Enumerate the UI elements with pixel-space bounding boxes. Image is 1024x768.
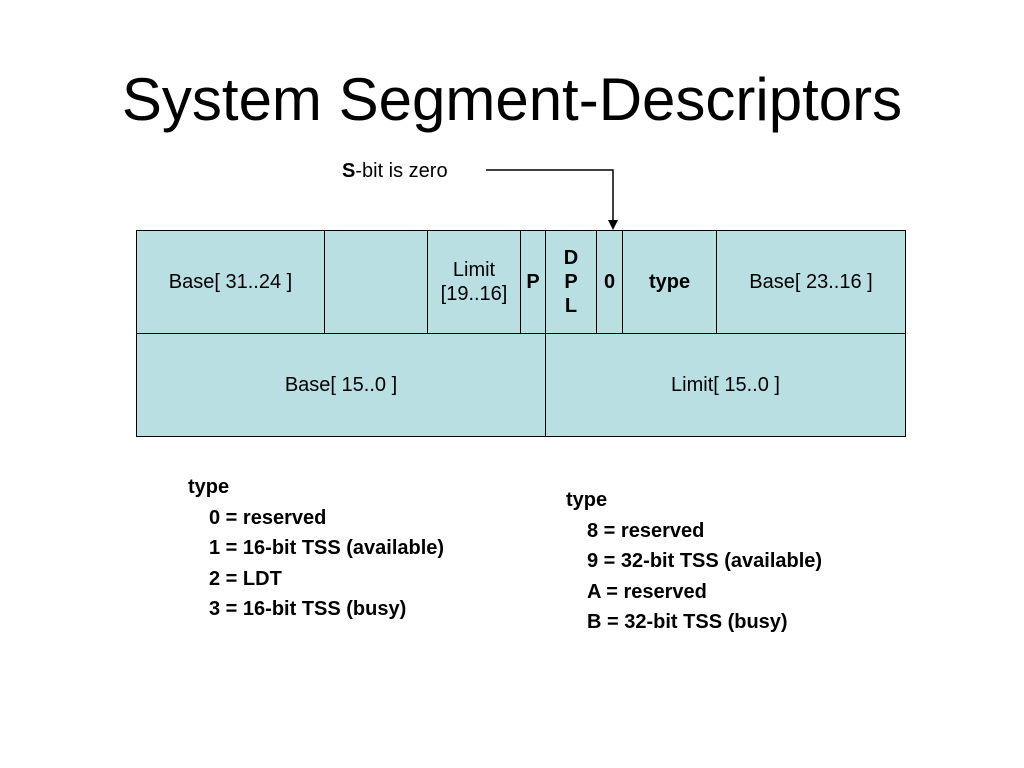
callout-bold-s: S xyxy=(342,160,356,182)
dpl-letter-d: D xyxy=(563,247,579,269)
s-bit-callout: S-bit is zero xyxy=(342,158,448,184)
list-item: 2 = LDT xyxy=(209,567,282,590)
list-item: 1 = 16-bit TSS (available) xyxy=(209,537,445,559)
cell-p-bit: P xyxy=(520,230,546,334)
list-item: 9 = 32-bit TSS (available) xyxy=(587,550,823,572)
dpl-letter-l: L xyxy=(564,295,578,317)
type-list-left: type 0 = reserved 1 = 16-bit TSS (availa… xyxy=(188,472,444,625)
cell-base-31-24: Base[ 31..24 ] xyxy=(136,230,325,334)
type-list-header: type xyxy=(188,476,230,498)
cell-limit-15-0: Limit[ 15..0 ] xyxy=(545,333,906,437)
list-item: 0 = reserved xyxy=(209,506,327,529)
type-list-header: type xyxy=(566,489,608,511)
cell-empty xyxy=(324,230,428,334)
list-item: A = reserved xyxy=(587,580,707,603)
list-item: 8 = reserved xyxy=(587,519,705,542)
cell-base-15-0: Base[ 15..0 ] xyxy=(136,333,546,437)
cell-limit-19-16: Limit[19..16] xyxy=(427,230,521,334)
cell-base-23-16: Base[ 23..16 ] xyxy=(716,230,906,334)
cell-s-bit-zero: 0 xyxy=(596,230,623,334)
list-item: B = 32-bit TSS (busy) xyxy=(587,611,788,633)
cell-type: type xyxy=(622,230,717,334)
limit-label: Limit xyxy=(452,259,496,281)
callout-text: -bit is zero xyxy=(355,160,448,182)
list-item: 3 = 16-bit TSS (busy) xyxy=(209,598,407,620)
page-title: System Segment-Descriptors xyxy=(121,66,903,133)
limit-range: [19..16] xyxy=(440,283,508,305)
dpl-letter-p: P xyxy=(564,271,578,293)
type-list-right: type 8 = reserved 9 = 32-bit TSS (availa… xyxy=(566,485,822,638)
descriptor-row-low: Base[ 15..0 ] Limit[ 15..0 ] xyxy=(136,333,906,437)
